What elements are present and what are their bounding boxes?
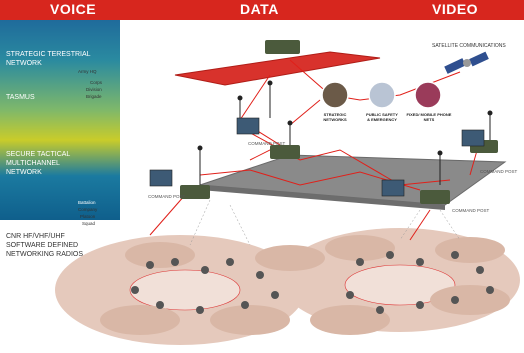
vehicle-icon (180, 40, 498, 204)
strategic-network-label: STRATEGIC TERESTRIAL NETWORK (6, 51, 91, 67)
command-post-label-4: COMMAND POST (480, 169, 518, 174)
header-video: VIDEO (432, 1, 479, 17)
command-post-label-1: COMMAND POST (248, 141, 286, 146)
monitor-icons (149, 117, 485, 197)
hierarchy-panel (0, 20, 120, 220)
strategic-plane (174, 51, 381, 86)
terrain (55, 228, 520, 345)
public-safety-label: PUBLIC SAFETY & EMERGENCY (366, 112, 398, 122)
army-hq-label: Army HQ (78, 69, 97, 74)
company-label: Company (78, 207, 98, 212)
header-voice: VOICE (50, 1, 97, 17)
satellite-label: SATELLITE COMMUNICATIONS (432, 43, 506, 49)
ground-units (131, 251, 494, 314)
battalion-label: Battalion (78, 200, 96, 205)
platoon-label: Platoon (80, 214, 96, 219)
header-bar: VOICE DATA VIDEO (0, 0, 524, 20)
command-post-label-3: COMMAND POST (452, 208, 490, 213)
cnr-radios-label: CNR HF/VHF/UHF SOFTWARE DEFINED NETWORKI… (6, 233, 84, 258)
brigade-label: Brigade (86, 94, 102, 99)
division-label: Division (86, 87, 102, 92)
secure-tactical-label: SECURE TACTICAL MULTICHANNEL NETWORK (6, 151, 71, 176)
photo-circles (321, 81, 442, 109)
header-data: DATA (240, 1, 279, 17)
fixed-mobile-label: FIXED/ MOBILE PHONE NETS (406, 112, 452, 122)
squad-label: Squad (82, 221, 96, 226)
tasmus-label: TASMUS (6, 94, 35, 101)
strategic-networks-label: STRATEGIC NETWORKS (323, 112, 347, 122)
corps-label: Corps (90, 80, 103, 85)
satellite-icon (444, 51, 489, 74)
command-post-label-2: COMMAND POST (148, 194, 186, 199)
